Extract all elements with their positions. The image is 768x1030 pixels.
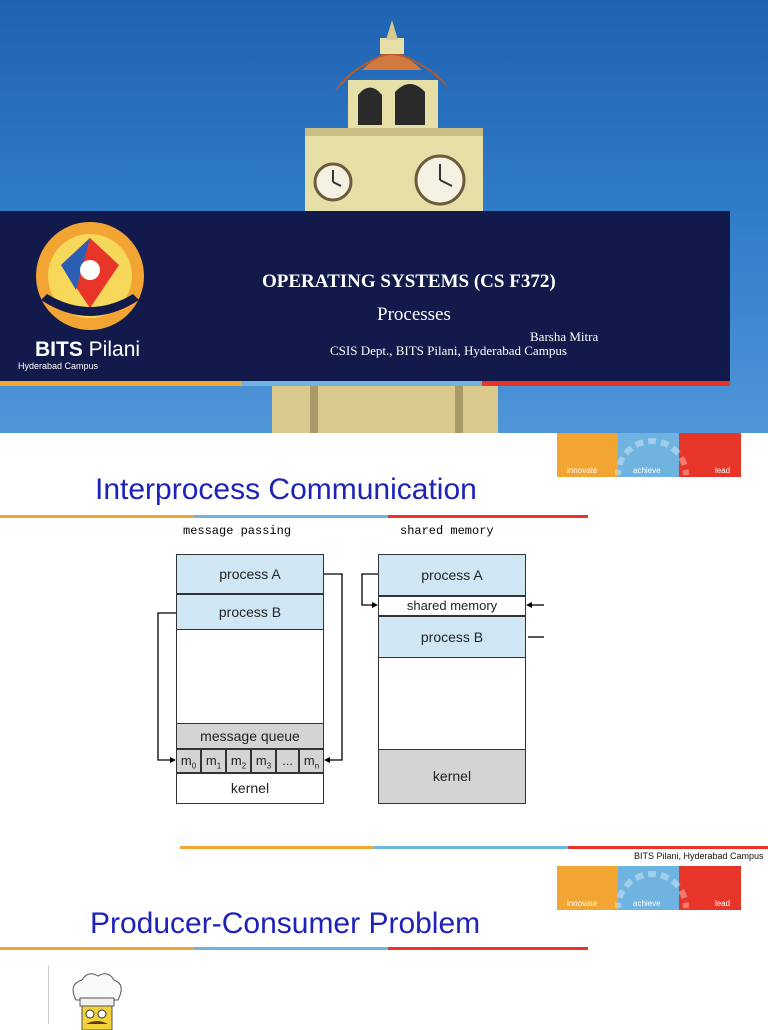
producer-consumer-slide: innovate achieve lead Producer-Consumer … bbox=[0, 865, 768, 1030]
brand-rest: Pilani bbox=[82, 338, 141, 361]
queue-cell: m1 bbox=[201, 749, 226, 773]
queue-cell: mn bbox=[299, 749, 324, 773]
gear-icon bbox=[615, 871, 689, 908]
footer-label: BITS Pilani, Hyderabad Campus bbox=[634, 851, 764, 861]
left-divider bbox=[48, 965, 49, 1024]
shared-memory-caption: shared memory bbox=[400, 524, 494, 538]
ipc-slide: innovate achieve lead Interprocess Commu… bbox=[0, 433, 768, 865]
queue-cell: m0 bbox=[176, 749, 201, 773]
logo-label-achieve: achieve bbox=[633, 466, 661, 475]
mp-process-a: process A bbox=[176, 554, 324, 594]
sm-shared-region: shared memory bbox=[378, 596, 526, 616]
message-passing-caption: message passing bbox=[183, 524, 292, 538]
course-title: OPERATING SYSTEMS (CS F372) bbox=[262, 271, 556, 292]
gear-icon bbox=[615, 438, 689, 475]
clock-tower-image bbox=[272, 20, 498, 433]
queue-cell: m2 bbox=[226, 749, 251, 773]
message-queue-label: message queue bbox=[176, 723, 324, 749]
logo-label-lead: lead bbox=[715, 899, 731, 908]
logo-label-innovate: innovate bbox=[567, 899, 598, 908]
sm-process-b: process B bbox=[378, 616, 526, 658]
logo-label-innovate: innovate bbox=[567, 466, 598, 475]
logo-label-achieve: achieve bbox=[633, 899, 661, 908]
brand-wordmark: BITS Pilani bbox=[35, 338, 140, 362]
mp-kernel: kernel bbox=[176, 773, 324, 804]
title-slide: BITS Pilani Hyderabad Campus OPERATING S… bbox=[0, 0, 768, 433]
innovate-achieve-lead-logo: innovate achieve lead bbox=[557, 433, 741, 477]
author-name: Barsha Mitra bbox=[530, 329, 599, 344]
sm-process-a: process A bbox=[378, 554, 526, 596]
innovate-achieve-lead-logo: innovate achieve lead bbox=[557, 866, 741, 910]
footer-line bbox=[180, 846, 768, 849]
queue-cell: m3 bbox=[251, 749, 276, 773]
title-underline bbox=[0, 515, 588, 518]
message-queue-cells: m0 m1 m2 m3 ... mn bbox=[176, 749, 324, 773]
queue-cell: ... bbox=[276, 749, 299, 773]
lecture-subtitle: Processes bbox=[377, 304, 451, 325]
banner-stripe bbox=[0, 381, 730, 386]
brand-bold: BITS bbox=[35, 338, 83, 361]
slide-title: Producer-Consumer Problem bbox=[90, 907, 481, 940]
author-affiliation: CSIS Dept., BITS Pilani, Hyderabad Campu… bbox=[330, 343, 567, 358]
bits-emblem-logo bbox=[36, 222, 144, 330]
sm-kernel: kernel bbox=[378, 749, 526, 804]
campus-label: Hyderabad Campus bbox=[18, 361, 99, 371]
slide-title: Interprocess Communication bbox=[95, 473, 477, 506]
mp-process-b: process B bbox=[176, 594, 324, 630]
chef-cartoon-image bbox=[72, 973, 122, 1030]
title-underline bbox=[0, 947, 588, 950]
logo-label-lead: lead bbox=[715, 466, 731, 475]
